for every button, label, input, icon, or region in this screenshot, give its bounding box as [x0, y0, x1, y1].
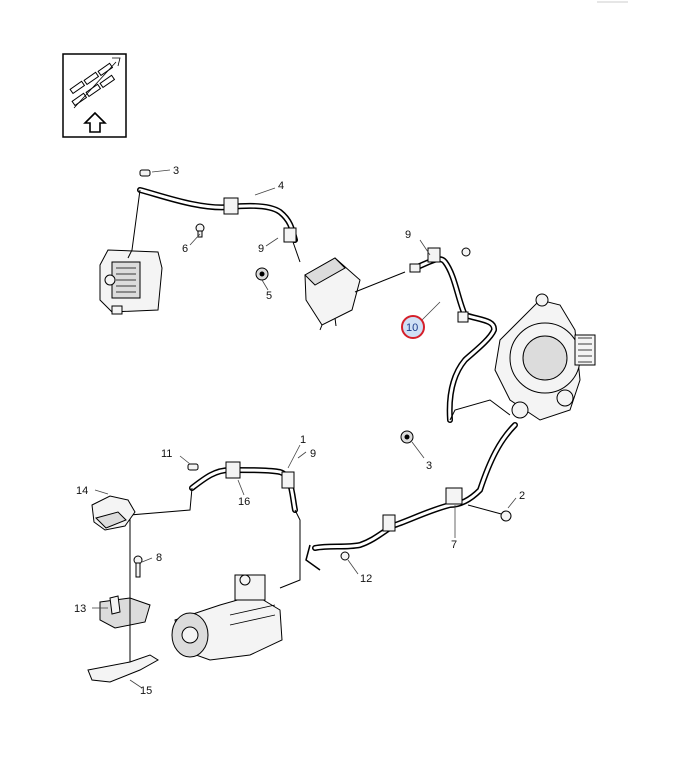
front-arrow-icon [83, 111, 107, 133]
alternator [494, 293, 596, 421]
part-label-7[interactable]: 7 [451, 539, 457, 551]
part-label-9-upper-left[interactable]: 9 [258, 243, 264, 255]
starter-motor [171, 574, 283, 661]
part-label-4[interactable]: 4 [278, 180, 284, 192]
bracket-15 [87, 585, 159, 683]
part-label-8[interactable]: 8 [156, 552, 162, 564]
bolt-8 [133, 555, 143, 578]
part-label-9-lower[interactable]: 9 [310, 448, 316, 460]
control-unit-center [304, 257, 406, 331]
harness-10 [412, 247, 511, 423]
harness-1 [129, 461, 301, 589]
part-label-13[interactable]: 13 [74, 603, 86, 615]
part-label-1[interactable]: 1 [300, 434, 306, 446]
part-label-6[interactable]: 6 [182, 243, 188, 255]
part-label-11[interactable]: 11 [161, 448, 172, 460]
fasteners [139, 169, 512, 561]
part-label-3-lower[interactable]: 3 [426, 460, 432, 472]
part-label-14[interactable]: 14 [76, 485, 88, 497]
part-label-12[interactable]: 12 [360, 573, 372, 585]
part-label-5[interactable]: 5 [266, 290, 272, 302]
part-label-2[interactable]: 2 [519, 490, 525, 502]
orientation-icon [62, 53, 127, 138]
bracket-13 [99, 595, 151, 629]
part-label-9-upper-right[interactable]: 9 [405, 229, 411, 241]
part-label-3-top[interactable]: 3 [173, 165, 179, 177]
module-box-left [99, 249, 163, 315]
highlight-circle [401, 315, 425, 339]
part-labels: 3 4 6 9 5 9 10 3 2 7 1 9 11 16 14 8 13 1… [74, 165, 525, 697]
cover-14 [91, 495, 136, 531]
leader-lines [92, 169, 517, 689]
part-label-10[interactable]: 10 [406, 322, 418, 334]
part-label-15[interactable]: 15 [140, 685, 152, 697]
harness-upper-left [127, 187, 301, 263]
part-label-16[interactable]: 16 [238, 496, 250, 508]
harness-7 [305, 422, 518, 571]
